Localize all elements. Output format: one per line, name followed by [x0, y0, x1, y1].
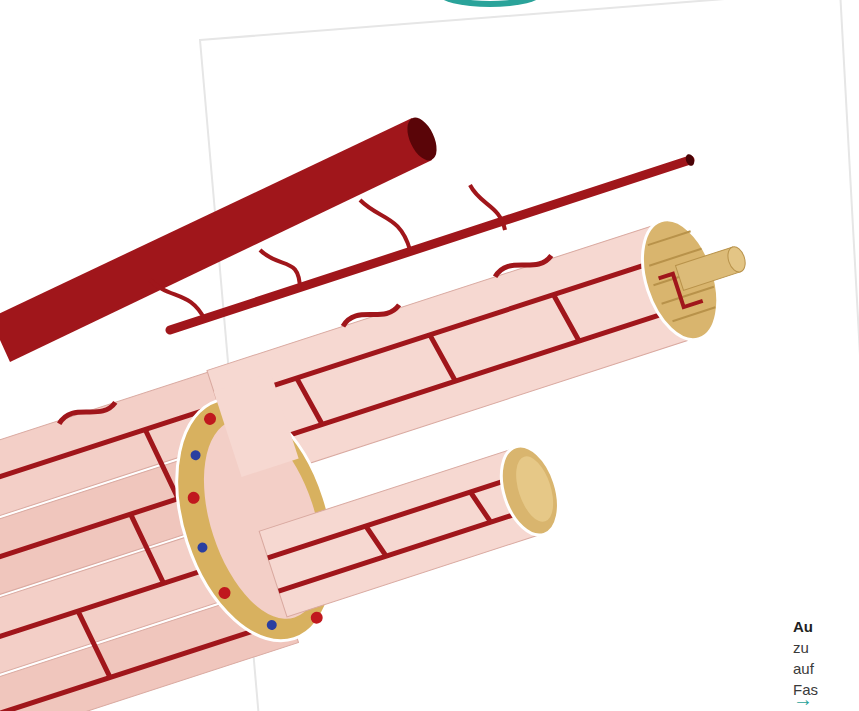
fascicle-core: [509, 452, 560, 527]
reference-arrow: →: [793, 690, 813, 708]
artery-lumen: [401, 113, 442, 165]
teal-tab: [438, 0, 542, 7]
small-artery-lumen: [684, 153, 696, 167]
artery-dot: [203, 411, 218, 426]
fibre-end: [725, 245, 748, 275]
artery-dot: [217, 585, 232, 600]
upper-fascicle-base: [214, 373, 299, 477]
fascicle-cross-section: [491, 439, 569, 543]
artery-dot: [309, 610, 324, 625]
vein-dot: [265, 619, 278, 632]
muscle-bundle: [0, 196, 815, 711]
vein-dot: [196, 541, 209, 554]
caption-fragment: Au: [793, 618, 813, 636]
teal-tab-inner: [446, 0, 534, 1]
vein-dot: [189, 449, 202, 462]
caption-fragment: auf: [793, 660, 814, 678]
capillaries: [268, 474, 536, 591]
caption-fragment: zu: [793, 639, 809, 657]
artery-dot: [186, 490, 201, 505]
upper-fascicle: [207, 223, 699, 485]
paper-panel: [200, 0, 859, 711]
